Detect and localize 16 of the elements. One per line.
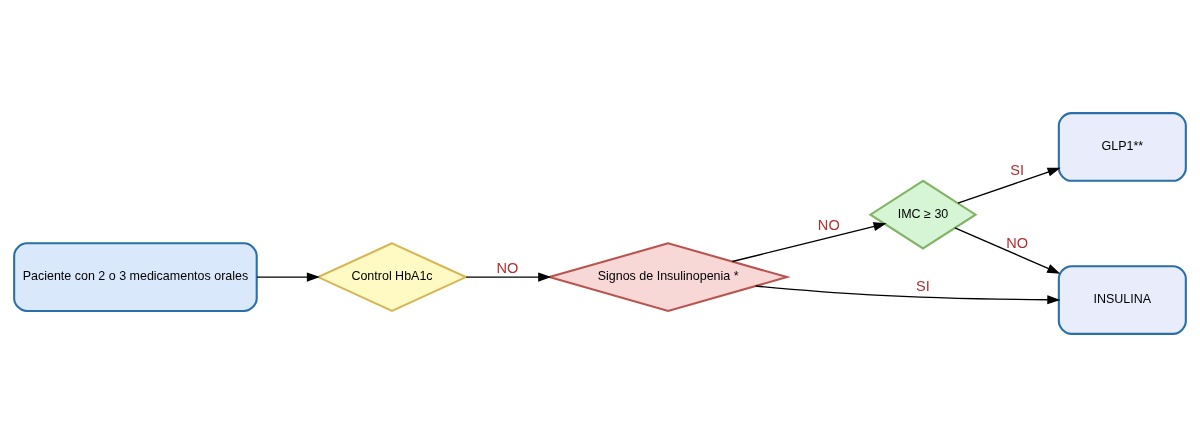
arrow <box>954 226 1061 274</box>
arrow <box>465 272 552 282</box>
edge-label: SI <box>916 277 930 294</box>
arrow <box>256 272 320 282</box>
node-box: Paciente con 2 o 3 medicamentos orales <box>13 241 258 312</box>
node-box: INSULINA <box>1057 264 1187 335</box>
edge-label: NO <box>1006 234 1029 251</box>
arrow <box>755 284 1061 304</box>
edge-label: SI <box>1010 161 1025 178</box>
node-diamond: IMC ≥ 30 <box>868 179 978 250</box>
node-diamond: Control HbA1c <box>315 241 469 312</box>
arrow <box>731 221 887 262</box>
arrow <box>957 167 1061 204</box>
edge-label: NO <box>496 259 519 276</box>
node-box: GLP1** <box>1057 111 1187 182</box>
edge-label: NO <box>817 216 840 233</box>
